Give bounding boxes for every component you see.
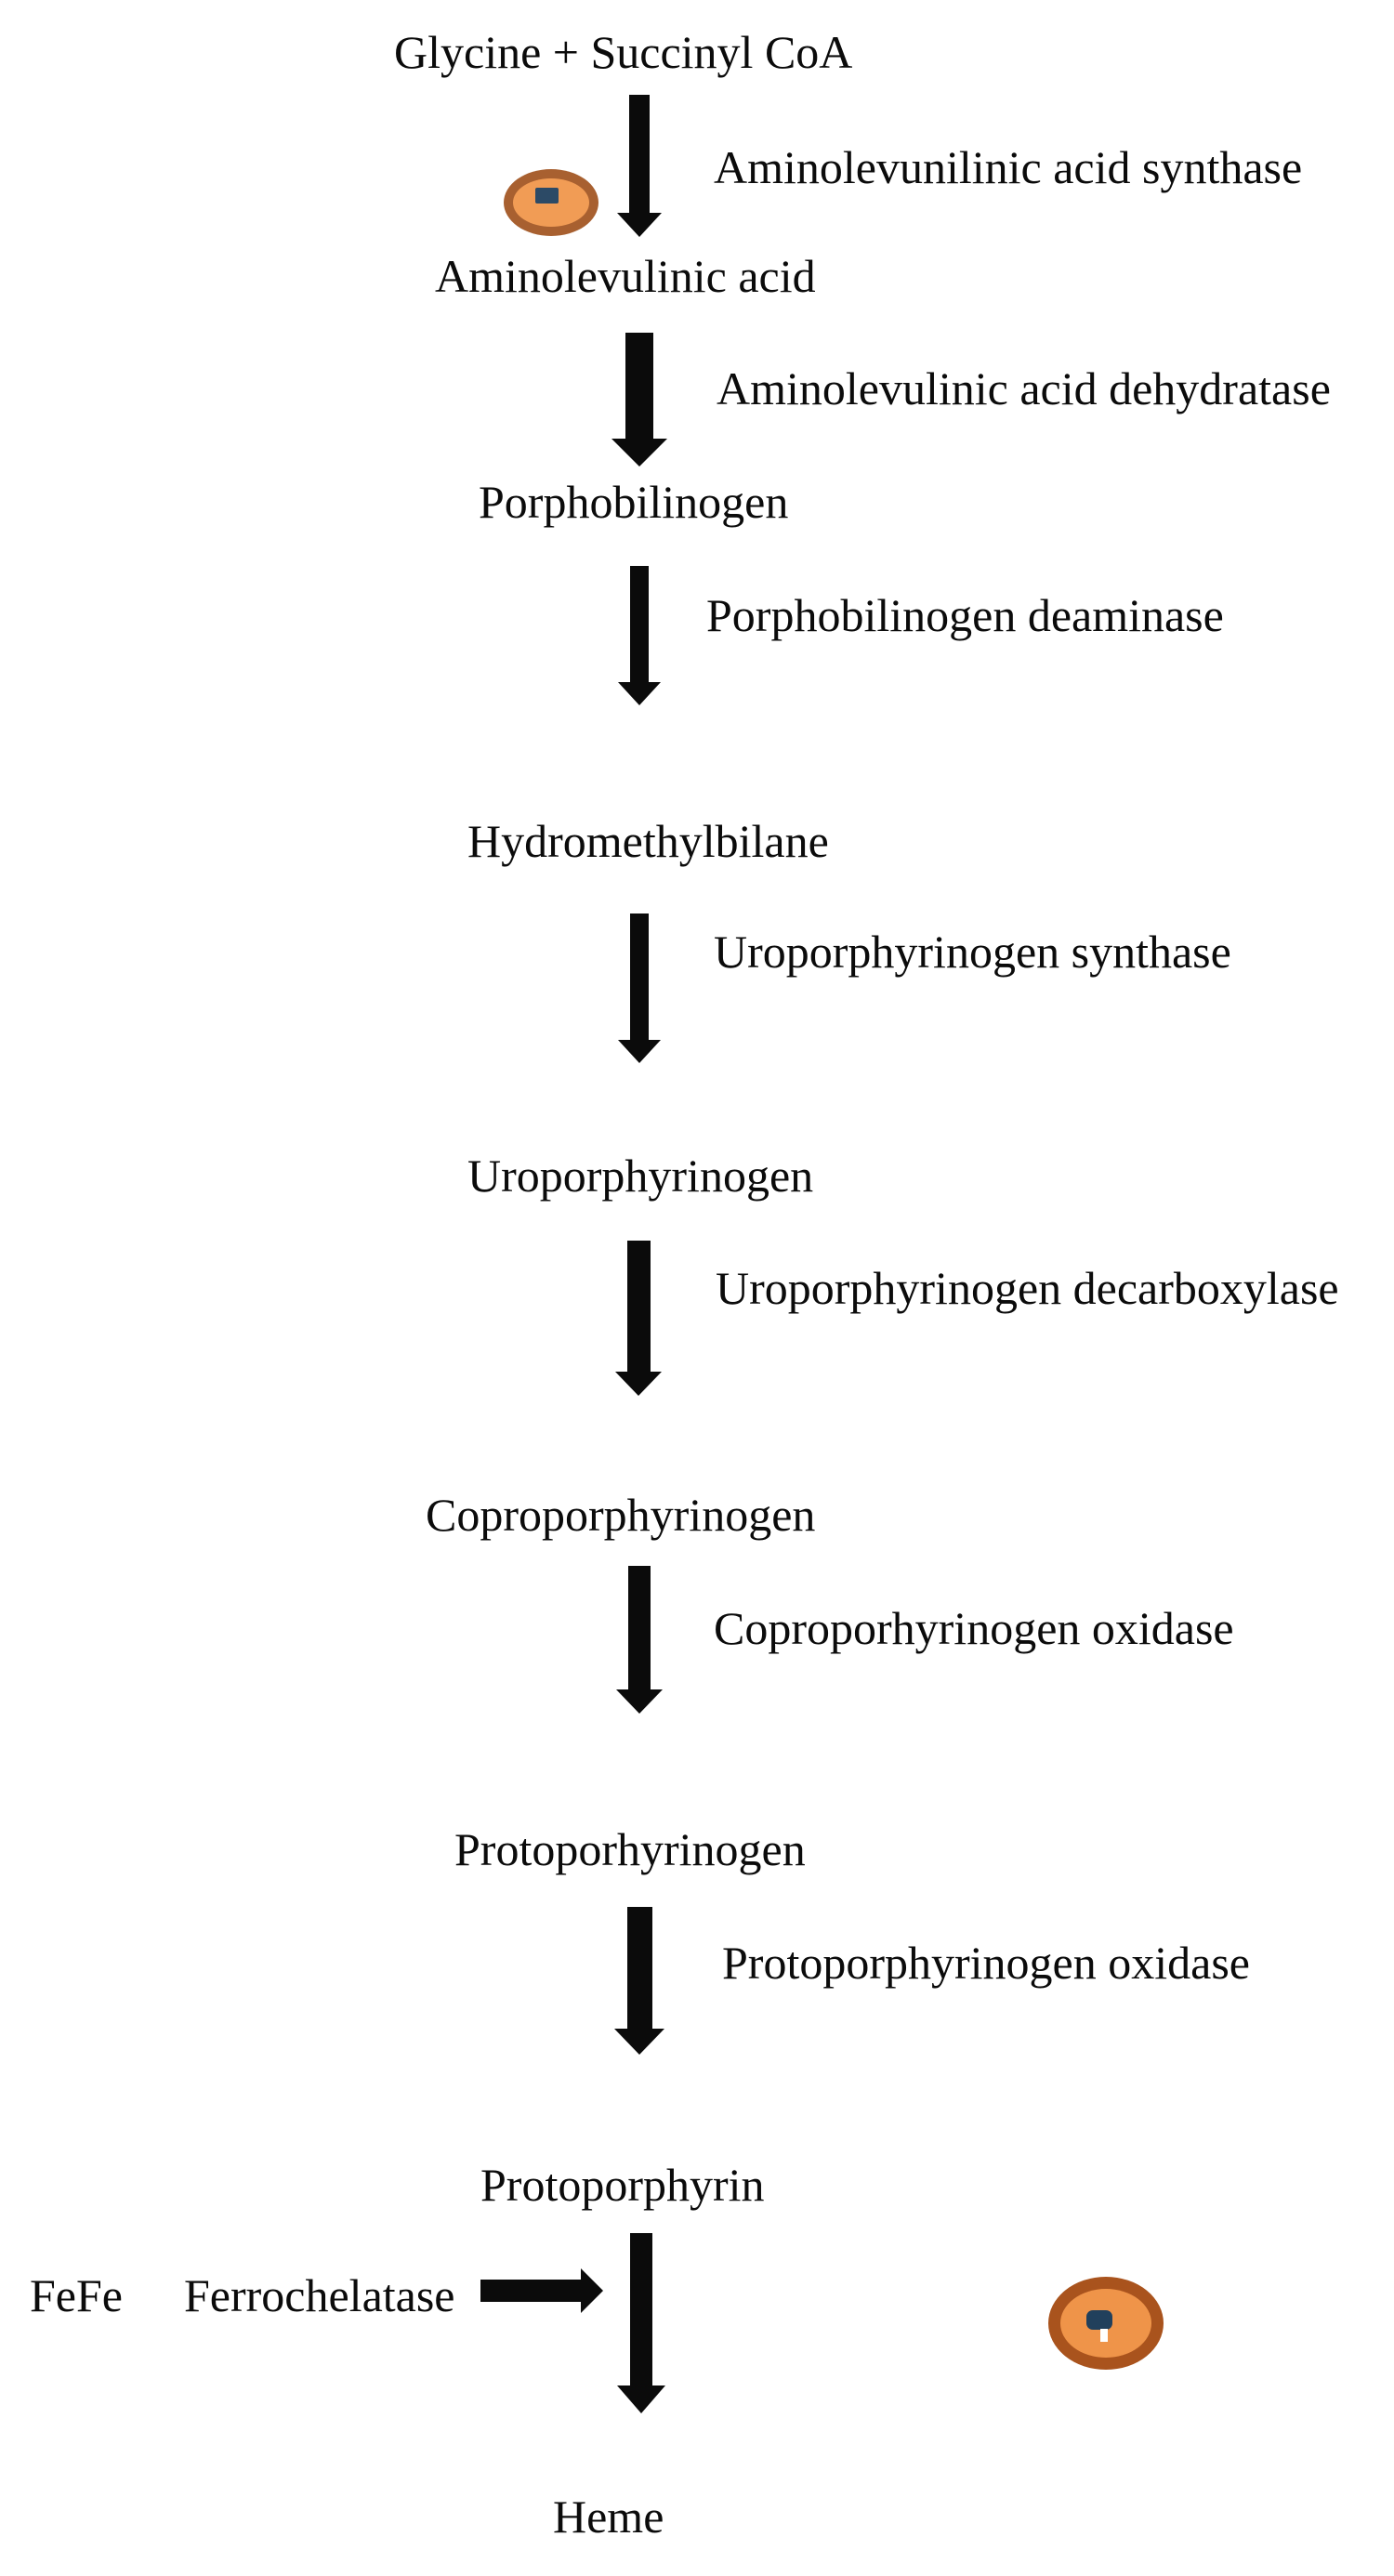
arrow-shaft [629, 95, 650, 213]
enzyme-label-1: Aminolevunilinic acid synthase [714, 141, 1303, 193]
reaction-arrow-4 [618, 913, 661, 1063]
arrow-shaft [630, 566, 649, 682]
mitochondrion-marker-stem [1100, 2329, 1108, 2342]
enzyme-label-6: Coproporhyrinogen oxidase [714, 1602, 1234, 1654]
arrow-head [617, 213, 662, 237]
product-label-1: Aminolevulinic acid [435, 250, 816, 302]
arrow-head [618, 1040, 661, 1063]
enzyme-label-4: Uroporphyrinogen synthase [714, 926, 1231, 978]
arrow-shaft [625, 333, 653, 439]
enzyme-label-3: Porphobilinogen deaminase [706, 589, 1224, 641]
arrow-head [614, 2029, 664, 2055]
arrow-head [581, 2268, 603, 2313]
final-product-label: Heme [553, 2491, 664, 2543]
cofactor-label: FeFe [30, 2269, 123, 2321]
product-label-4: Uroporphyrinogen [467, 1150, 814, 1202]
ferrochelatase-label: Ferrochelatase [184, 2269, 455, 2321]
mitochondrion-icon-top [504, 169, 598, 236]
enzyme-label-2: Aminolevulinic acid dehydratase [717, 362, 1331, 414]
arrow-head [616, 1689, 663, 1714]
mitochondrion-icon-bottom [1048, 2277, 1164, 2370]
reaction-arrow-8 [617, 2233, 665, 2413]
ferrochelatase-arrow [480, 2268, 603, 2313]
arrow-shaft [626, 1241, 651, 1372]
reaction-arrow-2 [612, 333, 667, 467]
arrow-head [615, 1372, 662, 1396]
arrow-head [612, 439, 667, 467]
product-label-2: Porphobilinogen [479, 476, 789, 528]
arrow-head [617, 2385, 665, 2413]
product-label-7: Protoporphyrin [480, 2159, 765, 2211]
reaction-arrow-7 [614, 1907, 664, 2055]
arrow-shaft [630, 2233, 652, 2385]
enzyme-label-7: Protoporphyrinogen oxidase [722, 1937, 1250, 1989]
mitochondrion-marker [1086, 2310, 1112, 2330]
arrow-shaft [626, 1907, 652, 2029]
arrow-head [618, 682, 661, 705]
arrow-shaft [480, 2280, 581, 2302]
arrow-shaft [628, 1566, 651, 1689]
reaction-arrow-5 [615, 1241, 662, 1396]
product-label-3: Hydromethylbilane [467, 815, 829, 867]
enzyme-label-5: Uroporphyrinogen decarboxylase [716, 1262, 1339, 1314]
product-label-5: Coproporphyrinogen [426, 1489, 816, 1541]
reaction-arrow-1 [617, 95, 662, 237]
reaction-arrow-6 [616, 1566, 663, 1714]
product-label-6: Protoporhyrinogen [454, 1823, 806, 1875]
mitochondrion-marker [535, 188, 559, 204]
arrow-shaft [630, 913, 649, 1040]
reaction-arrow-3 [618, 566, 661, 705]
substrate-label: Glycine + Succinyl CoA [394, 26, 853, 78]
